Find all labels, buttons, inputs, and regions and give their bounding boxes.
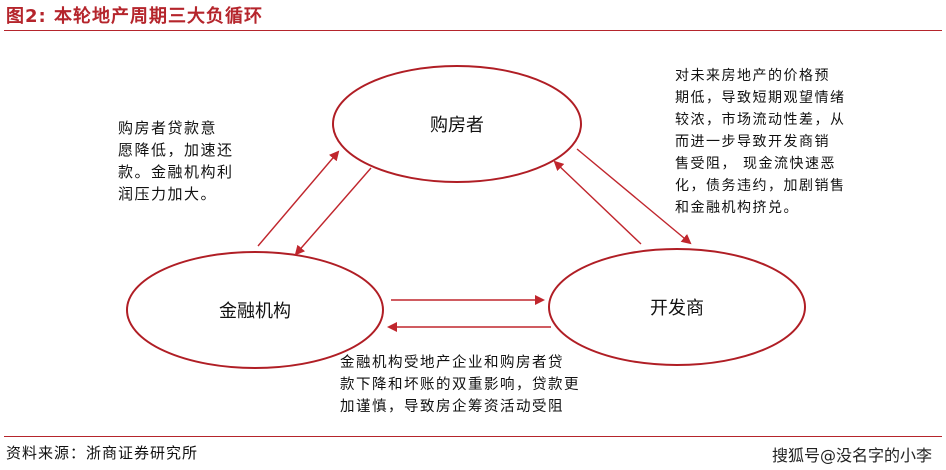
source-note: 资料来源：浙商证券研究所 [6, 444, 199, 462]
title-rule [4, 30, 942, 31]
node-buyer: 购房者 [430, 115, 484, 136]
note-line: 金融机构受地产企业和购房者贷 [340, 355, 564, 371]
figure-title: 图2: 本轮地产周期三大负循环 [6, 6, 263, 27]
note-line: 对未来房地产的价格预 [675, 68, 830, 84]
note-line: 较浓，市场流动性差，从 [675, 112, 846, 128]
note-line: 愿降低，加速还 [118, 141, 234, 159]
note-line: 而进一步导致开发商销 [675, 134, 830, 150]
note-line: 化，债务违约，加剧销售 [675, 178, 846, 194]
arrow-developer-to-buyer [553, 160, 642, 245]
note-line: 润压力加大。 [118, 185, 218, 203]
node-developer: 开发商 [650, 298, 704, 319]
watermark: 搜狐号@没名字的小李 [771, 446, 932, 465]
developer-ellipse [548, 248, 806, 366]
note-buyer-finance: 购房者贷款意 愿降低，加速还 款。金融机构利 润压力加大。 [118, 117, 234, 205]
note-finance-developer: 金融机构受地产企业和购房者贷 款下降和坏账的双重影响，贷款更 加谨慎，导致房企筹… [340, 352, 580, 418]
note-line: 和金融机构挤兑。 [675, 200, 799, 216]
finance-ellipse [126, 251, 384, 369]
buyer-ellipse [332, 65, 582, 183]
note-line: 加谨慎，导致房企筹资活动受阻 [340, 399, 564, 415]
note-line: 期低，导致短期观望情绪 [675, 90, 846, 106]
arrow-finance-to-buyer [257, 150, 340, 247]
note-line: 款下降和坏账的双重影响，贷款更 [340, 377, 580, 393]
node-finance: 金融机构 [219, 301, 291, 322]
arrow-buyer-to-developer [576, 148, 692, 245]
note-buyer-developer: 对未来房地产的价格预 期低，导致短期观望情绪 较浓，市场流动性差，从 而进一步导… [675, 65, 846, 219]
note-line: 售受阻， 现金流快速恶 [675, 156, 836, 172]
footer-rule [4, 436, 942, 437]
note-line: 款。金融机构利 [118, 163, 234, 181]
arrow-buyer-to-finance [294, 167, 372, 256]
note-line: 购房者贷款意 [118, 119, 218, 137]
